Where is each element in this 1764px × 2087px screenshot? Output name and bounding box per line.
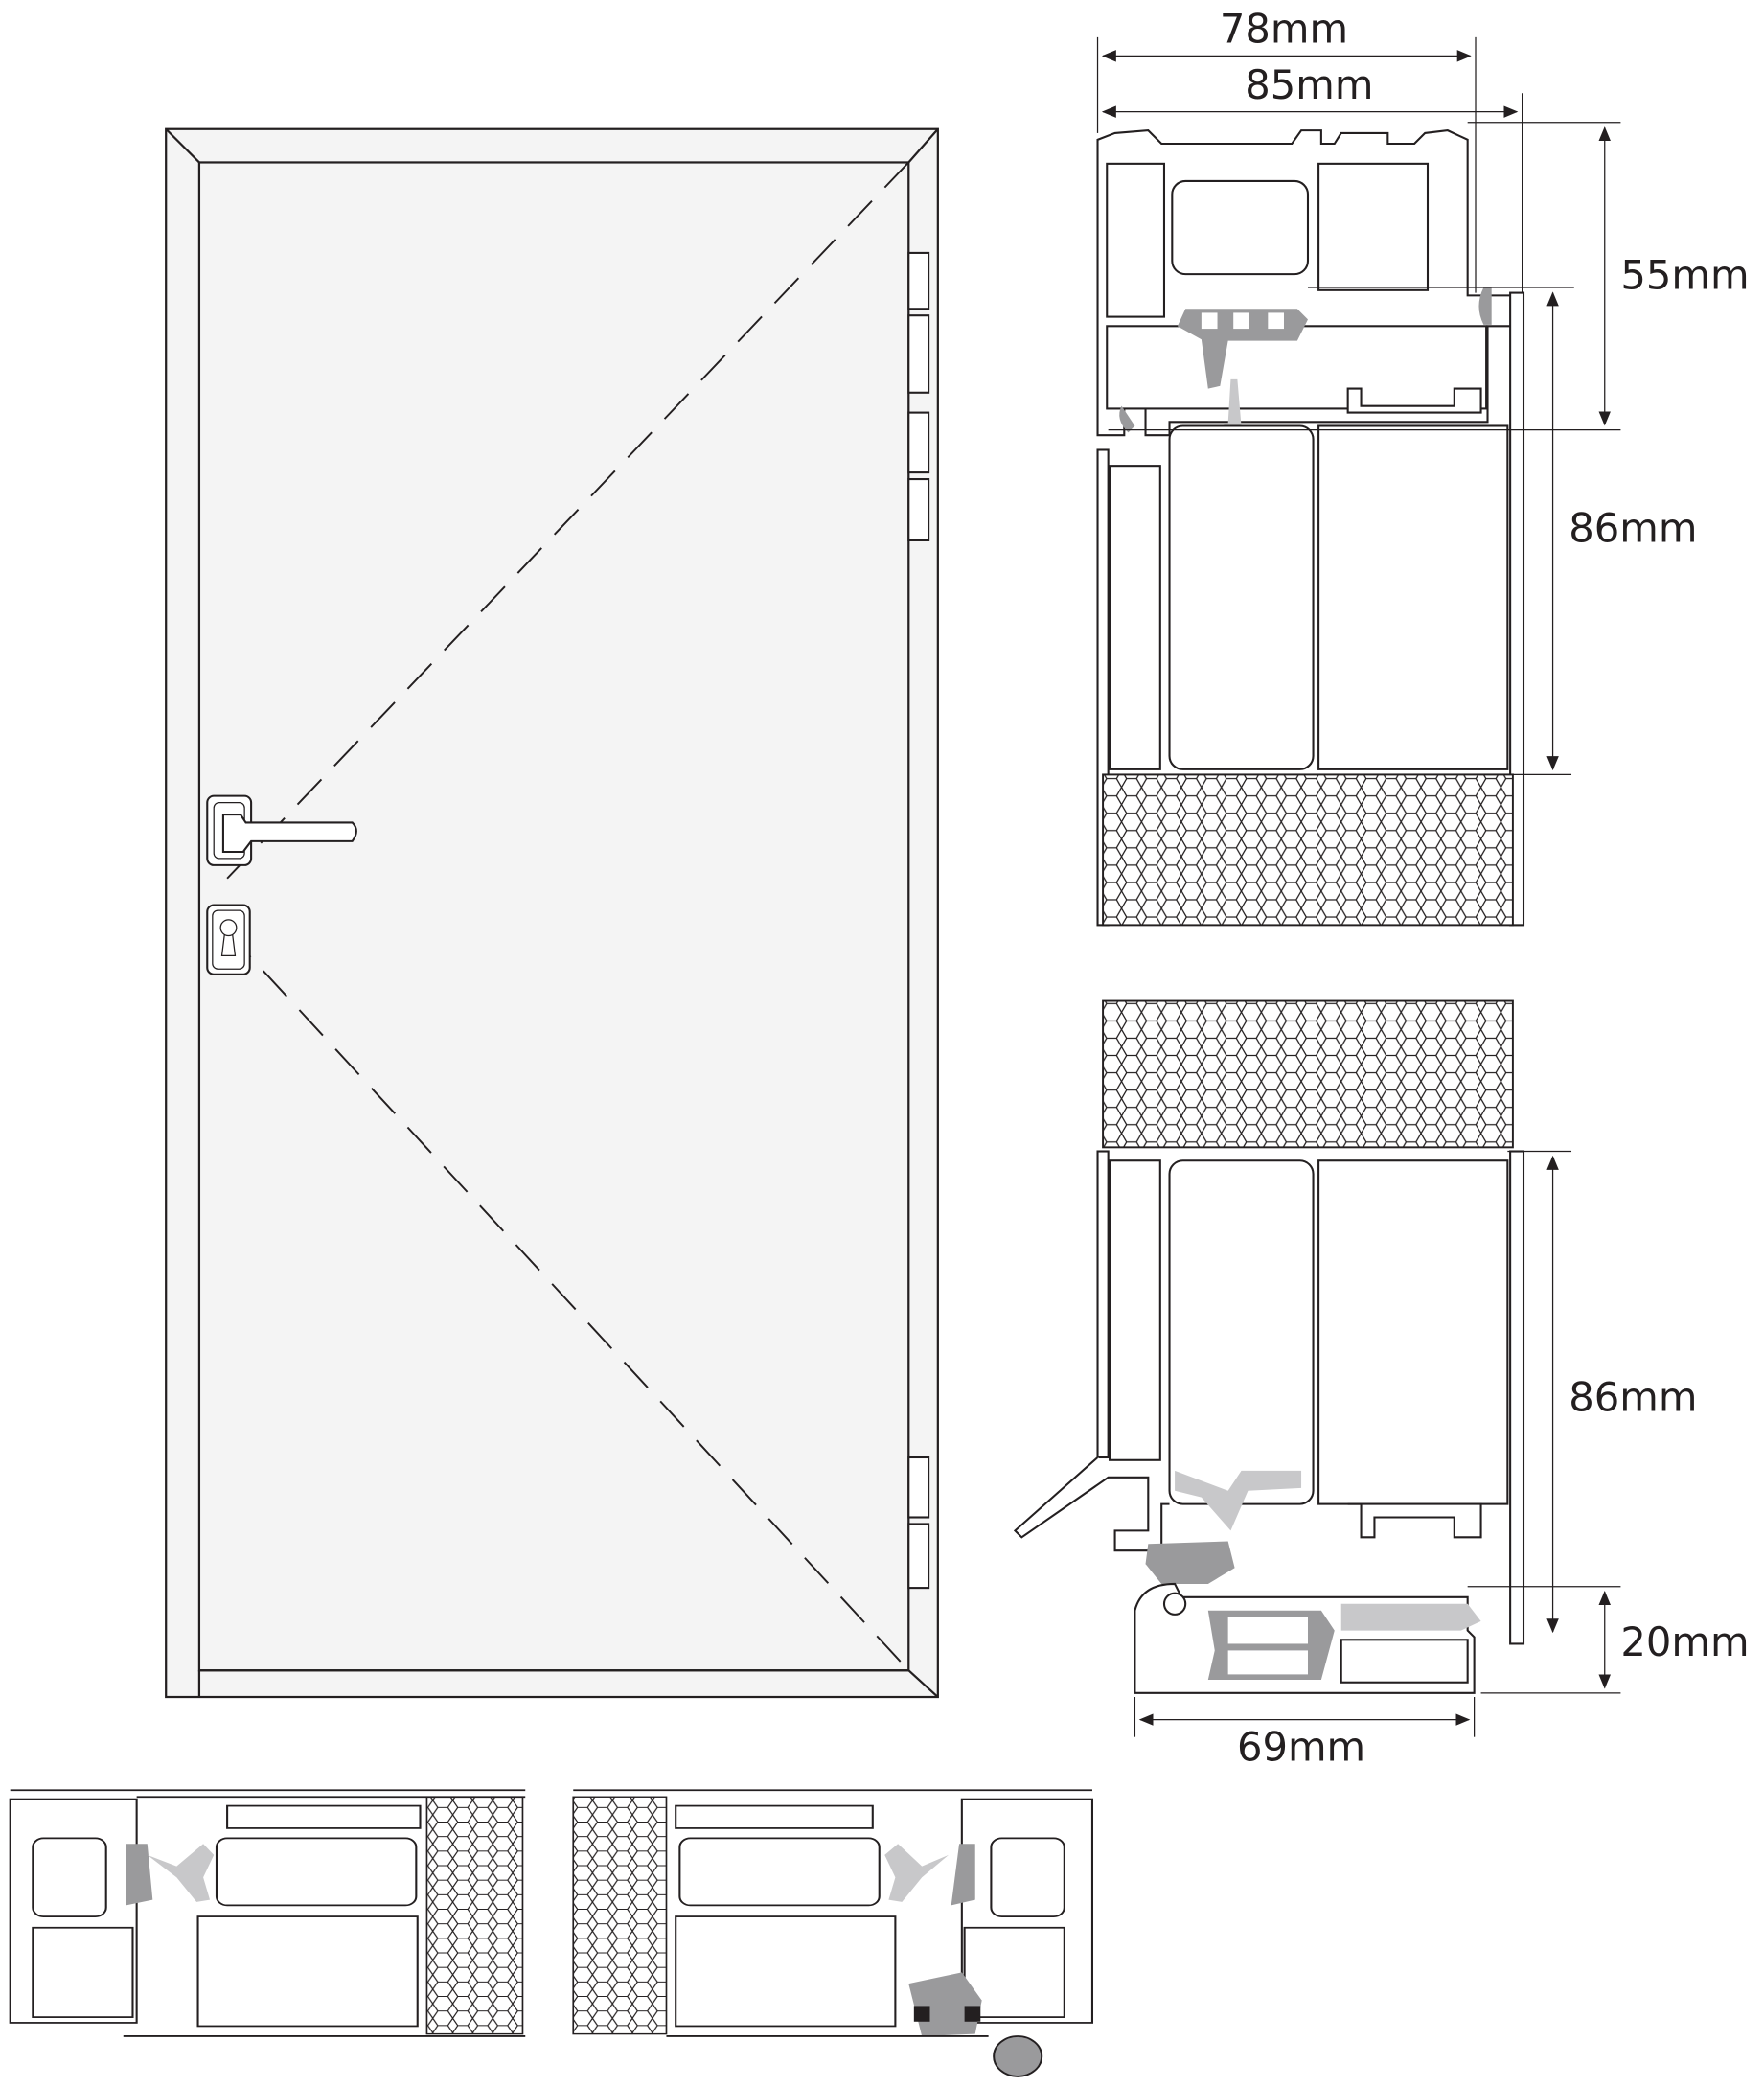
honeycomb-core xyxy=(425,1796,524,2035)
threshold-seal xyxy=(1145,1541,1235,1584)
honeycomb-core xyxy=(1102,999,1514,1149)
bottom-vertical-section xyxy=(1013,999,1525,1694)
dim-leaf-height-top: 86mm xyxy=(1569,504,1697,551)
door-elevation xyxy=(165,127,939,1699)
frame-miter xyxy=(165,127,200,164)
door-leaf xyxy=(197,161,910,1672)
door-stop-roller xyxy=(993,2035,1043,2077)
dim-frame-height: 55mm xyxy=(1620,251,1749,298)
dim-overall-depth: 85mm xyxy=(1245,61,1373,108)
dim-frame-depth: 78mm xyxy=(1220,5,1348,52)
door-handle[interactable] xyxy=(206,794,357,866)
honeycomb-core xyxy=(572,1796,668,2035)
dimension-lines xyxy=(1096,36,1621,1737)
opening-indicator-lower xyxy=(226,930,909,1671)
dim-threshold-depth: 69mm xyxy=(1237,1724,1365,1771)
horizontal-section-left xyxy=(9,1789,526,2037)
dim-leaf-height-bottom: 86mm xyxy=(1569,1373,1697,1420)
opening-indicator-upper xyxy=(226,161,909,880)
horizontal-section-right xyxy=(572,1789,1094,2077)
hinges xyxy=(907,251,930,1590)
dim-threshold-height: 20mm xyxy=(1620,1618,1749,1665)
keyhole-escutcheon xyxy=(206,904,251,975)
horizontal-sections xyxy=(9,1789,1094,2077)
top-vertical-section xyxy=(1096,129,1525,927)
honeycomb-core xyxy=(1102,773,1514,927)
